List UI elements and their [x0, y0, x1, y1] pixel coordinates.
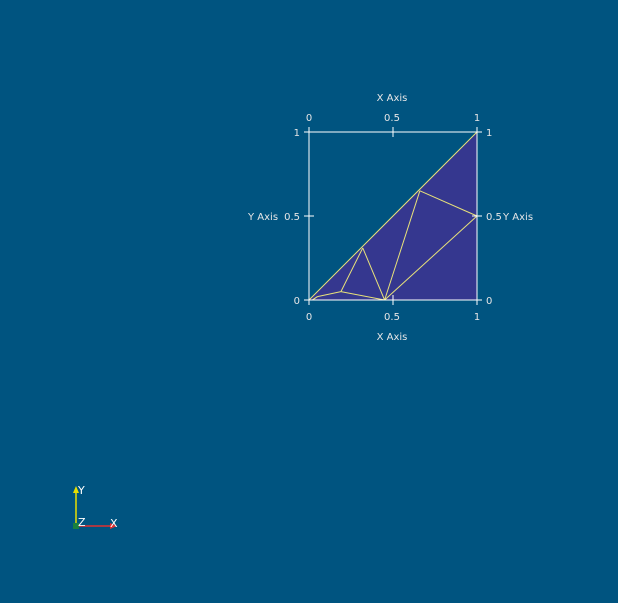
orientation-axes-widget: Y Z X: [73, 484, 118, 530]
mesh-outline-edge: [308, 131, 478, 301]
orientation-z-label: Z: [78, 516, 86, 529]
mesh-edge: [384, 190, 421, 301]
mesh-edge: [419, 190, 478, 217]
y-tick-right-1: 0.5: [486, 212, 502, 223]
x-tick-top-2: 1: [474, 113, 480, 124]
x-axis-title-top: X Axis: [377, 93, 408, 104]
y-axis-title-left: Y Axis: [247, 212, 278, 223]
x-tick-top-0: 0: [306, 113, 312, 124]
mesh-edge: [317, 291, 342, 298]
orientation-y-arrow: [73, 486, 79, 493]
orientation-x-arrow: [110, 523, 117, 529]
mesh-edge: [384, 215, 478, 301]
x-tick-top-1: 0.5: [384, 113, 400, 124]
x-axis-title-bottom: X Axis: [377, 332, 408, 343]
mesh-edge: [312, 296, 318, 301]
y-axis-title-right: Y Axis: [502, 212, 533, 223]
y-tick-right-2: 0: [486, 296, 492, 307]
y-tick-left-1: 0.5: [284, 212, 300, 223]
orientation-y-label: Y: [77, 484, 85, 497]
x-tick-bottom-2: 1: [474, 312, 480, 323]
x-tick-bottom-1: 0.5: [384, 312, 400, 323]
y-tick-left-2: 0: [294, 296, 300, 307]
orientation-x-label: X: [110, 517, 118, 530]
orientation-z-axis: [73, 523, 79, 529]
axes-grid-ticks: [304, 127, 482, 305]
mesh-edge: [340, 291, 385, 301]
y-tick-right-0: 1: [486, 128, 492, 139]
y-tick-left-0: 1: [294, 128, 300, 139]
x-tick-bottom-0: 0: [306, 312, 312, 323]
mesh-edge: [362, 247, 386, 301]
mesh-edge: [340, 247, 364, 292]
